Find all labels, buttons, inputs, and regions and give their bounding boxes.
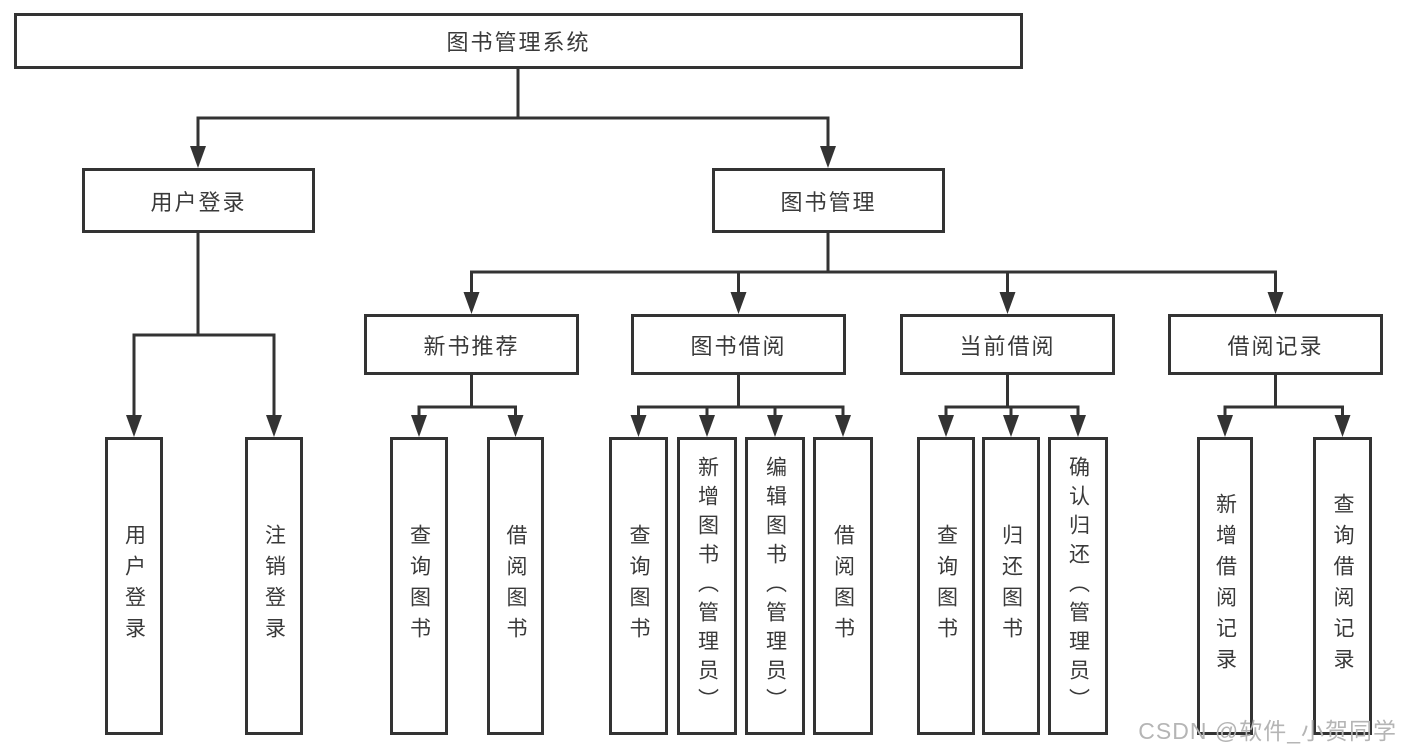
leaf-edit-books-admin: 编辑图书（管理员）: [745, 437, 805, 735]
node-book-borrowing: 图书借阅: [631, 314, 846, 375]
leaf-add-borrow-record: 新增借阅记录: [1197, 437, 1253, 735]
leaf-query-books-recommend: 查询图书: [390, 437, 448, 735]
node-borrowing-records: 借阅记录: [1168, 314, 1383, 375]
leaf-logout: 注销登录: [245, 437, 303, 735]
leaf-query-borrow-record: 查询借阅记录: [1313, 437, 1372, 735]
leaf-user-login: 用户登录: [105, 437, 163, 735]
leaf-return-books: 归还图书: [982, 437, 1040, 735]
leaf-confirm-return-admin: 确认归还（管理员）: [1048, 437, 1108, 735]
node-current-borrowing: 当前借阅: [900, 314, 1115, 375]
node-new-book-recommendation: 新书推荐: [364, 314, 579, 375]
node-user-login: 用户登录: [82, 168, 315, 233]
leaf-query-books-borrow: 查询图书: [609, 437, 668, 735]
node-library-management-system: 图书管理系统: [14, 13, 1023, 69]
leaf-add-books-admin: 新增图书（管理员）: [677, 437, 737, 735]
leaf-borrow-books-recommend: 借阅图书: [487, 437, 544, 735]
leaf-borrow-books: 借阅图书: [813, 437, 873, 735]
node-book-management: 图书管理: [712, 168, 945, 233]
csdn-watermark: CSDN @软件_小贺同学: [1138, 718, 1397, 744]
leaf-query-books-current: 查询图书: [917, 437, 975, 735]
